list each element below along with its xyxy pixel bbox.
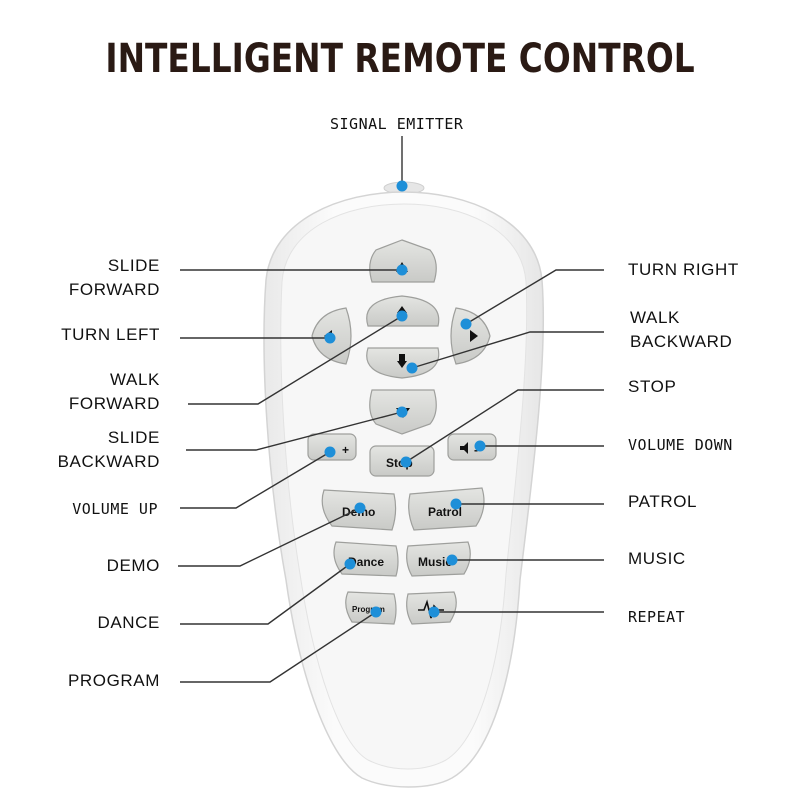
dot-volume-up [324,446,336,458]
diagram-title: INTELLIGENT REMOTE CONTROL [105,36,695,82]
leader-dance [180,563,351,625]
program-button [345,591,397,625]
label-slide-backward-line2: BACKWARD [57,452,160,471]
dot-slide-backward [396,406,408,418]
label-turn-right: TURN RIGHT [628,260,739,279]
slide-forward-button [369,239,437,283]
label-slide-backward-line1: SLIDE [107,428,160,447]
label-music: MUSIC [628,549,686,568]
dot-signal-emitter [396,180,408,192]
volume-up-button-label: + [342,443,349,457]
label-turn-left: TURN LEFT [61,325,160,344]
dot-walk-forward [396,310,408,322]
leader-volume-up [180,451,331,509]
label-demo: DEMO [106,556,160,575]
turn-right-arrow-icon [470,330,478,342]
program-button-label: Program [352,605,385,614]
label-slide-backward: SLIDE BACKWARD [30,426,160,474]
dot-turn-left [324,332,336,344]
leader-slide-backward [186,411,403,451]
patrol-button [408,487,485,531]
dot-repeat [428,606,440,618]
label-slide-forward: SLIDE FORWARD [40,254,160,302]
label-patrol: PATROL [628,492,698,511]
label-stop: STOP [628,377,677,396]
leader-walk-backward [411,331,604,369]
dot-slide-forward [396,264,408,276]
dot-patrol [450,498,462,510]
dot-walk-backward [406,362,418,374]
label-repeat: REPEAT [628,608,686,626]
label-walk-forward: WALK FORWARD [40,368,160,416]
dot-stop [400,456,412,468]
label-program: PROGRAM [67,671,160,690]
label-signal-emitter: SIGNAL EMITTER [330,115,464,133]
callout-dots [324,180,486,618]
music-button [406,541,471,577]
leader-walk-forward [188,315,403,405]
label-walk-backward-line1: WALK [630,308,680,327]
dot-dance [344,558,356,570]
dot-turn-right [460,318,472,330]
leader-program [180,611,377,683]
music-button-label: Music [418,555,452,569]
speaker-icon [460,442,468,454]
label-slide-forward-line2: FORWARD [68,280,160,299]
dot-music [446,554,458,566]
dot-demo [354,502,366,514]
volume-down-button [447,433,497,461]
leader-turn-right [465,269,604,325]
volume-down-button-label: - [474,443,478,457]
label-slide-forward-line1: SLIDE [107,256,160,275]
label-walk-backward-line2: BACKWARD [630,332,733,351]
dot-volume-down [474,440,486,452]
dot-program [370,606,382,618]
leader-stop [405,389,604,463]
label-dance: DANCE [97,613,160,632]
walk-backward-arrow-icon [397,361,407,368]
label-walk-backward: WALK BACKWARD [630,306,780,354]
label-volume-down: VOLUME DOWN [628,436,733,454]
leader-lines [178,136,604,683]
label-walk-forward-line2: FORWARD [68,394,160,413]
label-volume-up: VOLUME UP [72,500,158,518]
label-walk-forward-line1: WALK [110,370,160,389]
leader-demo [178,507,361,567]
dance-button-label: Dance [348,555,384,569]
